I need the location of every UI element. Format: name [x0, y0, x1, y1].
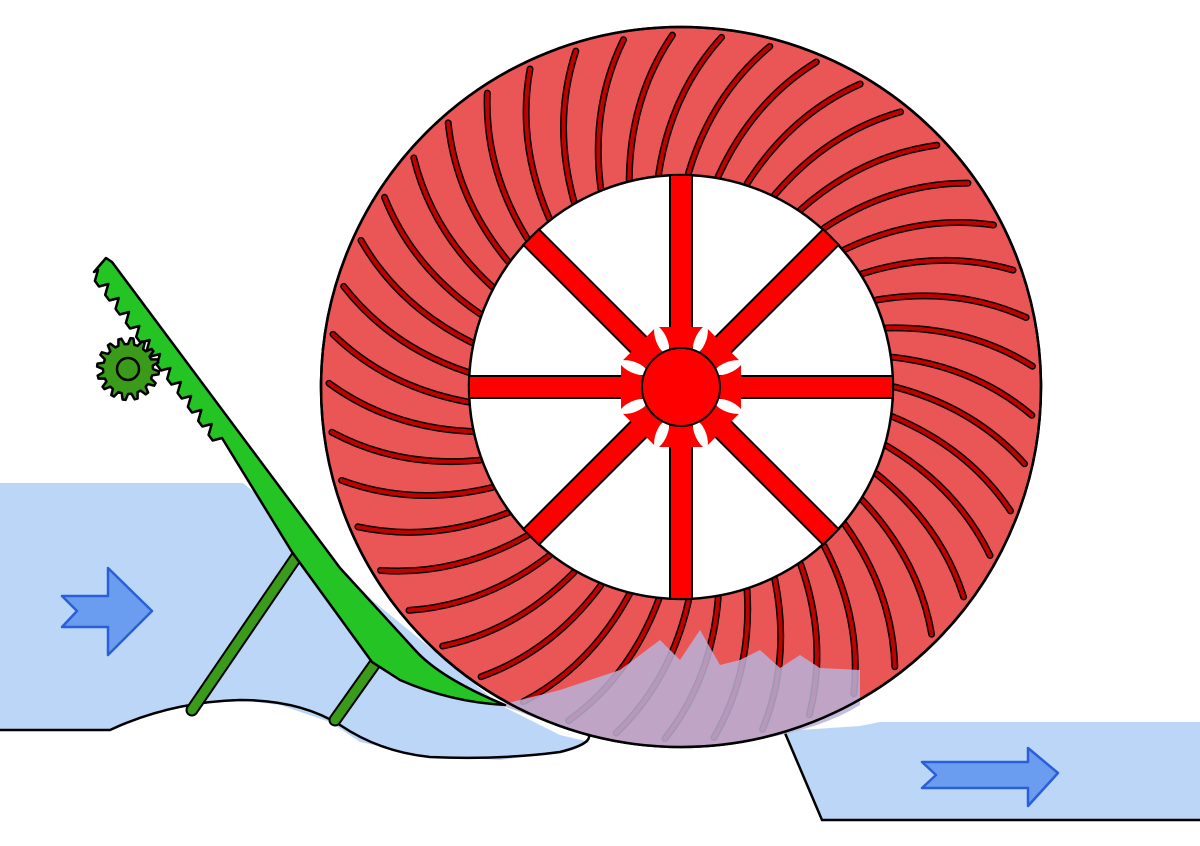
wheel-bucket [479, 583, 603, 679]
water-in-wheel [500, 630, 860, 747]
wheel-bucket [890, 355, 1034, 418]
wheel-bucket [893, 385, 1027, 466]
wheel-bucket [798, 143, 939, 212]
inflow-arrow-icon [60, 566, 154, 657]
wheel-bucket [627, 33, 675, 182]
wheel-bucket [561, 49, 578, 204]
wheel-bucket [440, 570, 576, 649]
water-wheel [319, 25, 1043, 749]
wheel-bucket [378, 533, 530, 574]
wheel-bucket [382, 195, 482, 316]
sluice-gate [92, 256, 507, 707]
wheel-bucket [327, 381, 474, 434]
channel-bed-downstream [783, 732, 1200, 822]
pinion-axle [115, 356, 141, 382]
wheel-bucket [339, 478, 494, 498]
wheel-bucket [842, 522, 897, 669]
wheel-bucket [411, 155, 494, 289]
wheel-bucket [874, 472, 966, 599]
wheel-bucket [656, 35, 724, 177]
wheel-bucket [745, 82, 863, 186]
wheel-bucket [359, 238, 474, 345]
wheel-bucket [890, 414, 1013, 513]
wheel-bucket [860, 258, 1015, 276]
wheel-bucket [822, 181, 970, 230]
wheel-bucket [596, 37, 626, 191]
wheel-bucket [884, 444, 992, 558]
outflow-arrow-icon [920, 746, 1060, 808]
wheel-hub [641, 347, 721, 427]
wheel-bucket [874, 293, 1029, 320]
wheel-spokes [468, 174, 894, 600]
wheel-bucket [446, 120, 510, 264]
wheel-bucket [524, 67, 552, 221]
wheel-bucket [407, 553, 552, 613]
gate-support-left-fill [187, 535, 313, 715]
wheel-outer-rim-line [319, 25, 1043, 749]
wheel-bucket [686, 44, 772, 176]
wheel-bucket [355, 510, 510, 535]
wheel-bucket [842, 220, 996, 252]
wheel-bucket [716, 60, 819, 179]
wheel-bucket [331, 332, 470, 404]
wheel-bucket [860, 498, 934, 637]
wheel-bucket [485, 91, 530, 241]
wheel-bucket [521, 592, 632, 704]
wheel-bucket [341, 284, 470, 375]
wheel-bucket [884, 325, 1035, 369]
wheel-bucket [329, 430, 482, 464]
wheel-bucket [772, 109, 903, 197]
